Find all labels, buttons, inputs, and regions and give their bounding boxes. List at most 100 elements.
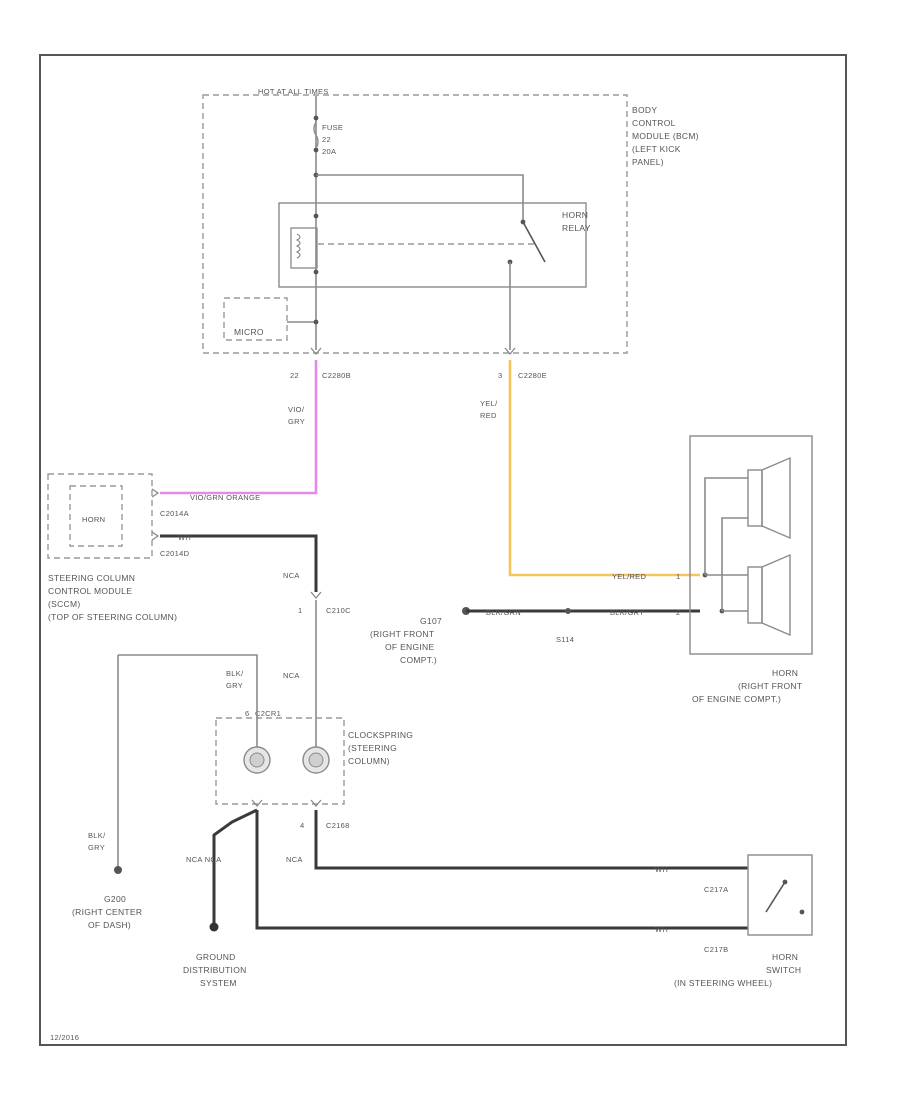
horn-switch-conn-a: C217A xyxy=(704,885,728,894)
sccm-pin-a-icon xyxy=(151,488,160,498)
svg-text:(RIGHT FRONT: (RIGHT FRONT xyxy=(370,629,434,639)
clockspring-coil-right-icon xyxy=(302,746,330,774)
svg-text:SWITCH: SWITCH xyxy=(766,965,801,975)
nca-label-lower: NCA xyxy=(283,671,300,680)
coil-winding xyxy=(295,233,301,259)
horn-upper-return xyxy=(721,517,748,611)
svg-text:RELAY: RELAY xyxy=(562,223,591,233)
svg-text:STEERING COLUMN: STEERING COLUMN xyxy=(48,573,135,583)
svg-text:G107: G107 xyxy=(420,616,442,626)
sccm-enclosure xyxy=(47,473,153,559)
switch-wire-a-label: WH xyxy=(655,865,668,874)
ground-distribution-label: GROUND DISTRIBUTION SYSTEM xyxy=(183,952,246,988)
clockspring-top-conn: C2CR1 xyxy=(255,709,281,718)
svg-text:GROUND: GROUND xyxy=(196,952,236,962)
svg-text:20A: 20A xyxy=(322,147,336,156)
svg-text:BODY: BODY xyxy=(632,105,657,115)
svg-text:SYSTEM: SYSTEM xyxy=(200,978,237,988)
svg-text:CONTROL MODULE: CONTROL MODULE xyxy=(48,586,132,596)
yel-red-label: YEL/ RED xyxy=(480,399,498,420)
horn-label: HORN (RIGHT FRONT OF ENGINE COMPT.) xyxy=(692,668,802,704)
g200-label: G200 (RIGHT CENTER OF DASH) xyxy=(72,894,142,930)
micro-junction xyxy=(313,319,319,325)
svg-text:CLOCKSPRING: CLOCKSPRING xyxy=(348,730,413,740)
svg-text:COLUMN): COLUMN) xyxy=(348,756,390,766)
svg-text:GRY: GRY xyxy=(288,417,305,426)
bcm-label: BODY CONTROL MODULE (BCM) (LEFT KICK PAN… xyxy=(632,105,699,167)
clockspring-top-pin: 6 xyxy=(245,709,249,718)
nca-label-upper: NCA xyxy=(283,571,300,580)
switch-wire-b-label: WH xyxy=(655,925,668,934)
svg-text:OF DASH): OF DASH) xyxy=(88,920,131,930)
svg-text:MODULE (BCM): MODULE (BCM) xyxy=(632,131,699,141)
svg-text:HORN: HORN xyxy=(772,668,798,678)
svg-text:(TOP OF STEERING COLUMN): (TOP OF STEERING COLUMN) xyxy=(48,612,177,622)
svg-text:HORN: HORN xyxy=(562,210,588,220)
blk-grn-label-1: BLK/GRN xyxy=(486,608,521,617)
micro-box xyxy=(223,297,288,341)
sccm-output-wire xyxy=(160,534,318,592)
svg-text:OF ENGINE: OF ENGINE xyxy=(385,642,434,652)
horn-switch-contact-b xyxy=(799,909,805,915)
sccm-conn-c2014d: C2014D xyxy=(160,549,190,558)
sccm-conn-c2014a: C2014A xyxy=(160,509,189,518)
relay-coil-bottom-dot xyxy=(313,269,319,275)
splice-s114-label: S114 xyxy=(556,635,574,644)
svg-text:(STEERING: (STEERING xyxy=(348,743,397,753)
vio-grn-orange-label: VIO/GRN ORANGE xyxy=(190,493,260,502)
svg-text:(LEFT KICK: (LEFT KICK xyxy=(632,144,681,154)
horn-pin-b: 2 xyxy=(676,608,680,617)
sccm-horn-box xyxy=(69,485,123,547)
horn-lower-icon xyxy=(747,553,791,637)
clockspring-bottom-right-icon xyxy=(310,799,322,808)
blk-gry-g200-wire xyxy=(118,654,258,718)
sccm-horn-label: HORN xyxy=(82,515,105,524)
svg-text:(IN STEERING WHEEL): (IN STEERING WHEEL) xyxy=(674,978,772,988)
bcm-pin-3: 3 xyxy=(498,371,502,380)
nca-switch-label: NCA xyxy=(286,855,303,864)
clockspring-coil-left-icon xyxy=(243,746,271,774)
svg-text:RED: RED xyxy=(480,411,497,420)
nca-pair-label: NCA NCA xyxy=(186,855,221,864)
clockspring-bottom-left-icon xyxy=(251,799,263,808)
svg-text:COMPT.): COMPT.) xyxy=(400,655,437,665)
relay-coil-icon xyxy=(290,227,318,269)
sccm-wh-label: WH xyxy=(178,533,191,542)
horn-relay-label: HORN RELAY xyxy=(562,210,591,233)
blk-gry-label-top: BLK/ GRY xyxy=(226,669,244,690)
sccm-pin-b-icon xyxy=(151,531,160,541)
horn-switch-icon xyxy=(765,881,786,913)
horn-upper-feed xyxy=(704,477,748,575)
horn-upper-icon xyxy=(747,456,791,540)
vio-gry-wire xyxy=(160,360,318,495)
micro-label: MICRO xyxy=(234,327,264,337)
yel-red-wire xyxy=(508,360,700,577)
c210c-pin: 1 xyxy=(298,606,302,615)
page-reference: 12/2016 xyxy=(50,1033,79,1042)
switch-wire-a xyxy=(314,810,748,870)
svg-text:BLK/: BLK/ xyxy=(226,669,244,678)
fuse-label: FUSE 22 20A xyxy=(322,123,343,156)
splice-s114-icon xyxy=(565,608,571,614)
hot-at-all-times-label: HOT AT ALL TIMES xyxy=(258,87,329,96)
svg-text:GRY: GRY xyxy=(88,843,105,852)
bcm-conn-c2280b: C2280B xyxy=(322,371,351,380)
clockspring-label: CLOCKSPRING (STEERING COLUMN) xyxy=(348,730,413,766)
svg-text:(RIGHT FRONT: (RIGHT FRONT xyxy=(738,681,802,691)
relay-switch-feed xyxy=(316,174,524,222)
clockspring-enclosure xyxy=(215,717,345,805)
c210c-connector-icon xyxy=(310,591,322,600)
g200-ground-icon xyxy=(114,866,122,874)
svg-text:OF ENGINE COMPT.): OF ENGINE COMPT.) xyxy=(692,694,781,704)
horn-switch-box xyxy=(747,854,813,936)
horn-relay-box xyxy=(278,202,587,288)
diagram-frame xyxy=(39,54,847,1046)
svg-text:CONTROL: CONTROL xyxy=(632,118,676,128)
svg-text:FUSE: FUSE xyxy=(322,123,343,132)
blk-gry-label-bottom: BLK/ GRY xyxy=(88,831,106,852)
horn-enclosure xyxy=(689,435,813,655)
bcm-conn-c2280e: C2280E xyxy=(518,371,547,380)
pin-22-connector-icon xyxy=(310,347,322,356)
